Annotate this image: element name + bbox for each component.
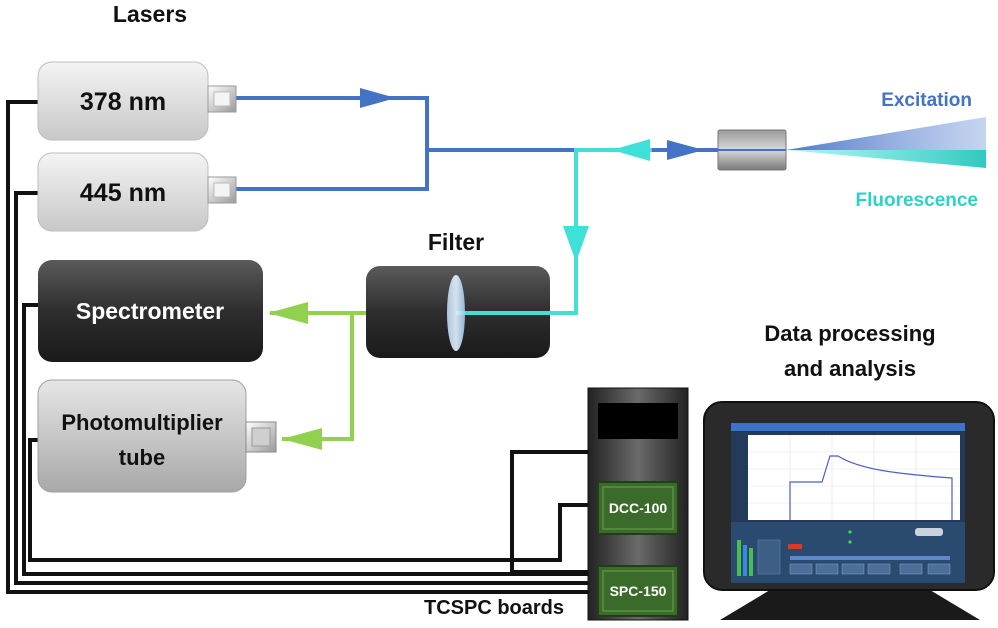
- beam-378: [236, 96, 429, 150]
- filter-lens: [447, 275, 465, 351]
- screen-gridlines: [748, 435, 960, 520]
- arrow-excitation-1: [360, 88, 396, 108]
- screen-meter-2: [743, 545, 747, 576]
- filter: Filter: [366, 229, 550, 358]
- analysis-title-line1: Data processing: [764, 321, 935, 346]
- screen-meter-3: [749, 548, 753, 576]
- beam-to-pmt: [282, 313, 354, 441]
- decay-curve: [789, 455, 953, 520]
- screen-btn-1: [789, 563, 813, 575]
- laser-378-port-inner: [213, 91, 231, 107]
- dcc-board-inner: [602, 486, 674, 530]
- screen-top-btn: [915, 528, 943, 536]
- laser-445: 445 nm: [37, 152, 237, 232]
- monitor-stand: [720, 590, 980, 620]
- photomultiplier-tube: Photomultiplier tube: [37, 379, 277, 493]
- screen-led-1: [848, 530, 852, 534]
- pmt-body: [37, 379, 247, 493]
- laser-378: 378 nm: [37, 61, 237, 141]
- arrow-excitation-2: [667, 140, 704, 160]
- beam-445: [236, 150, 429, 191]
- pmt-label-line2: tube: [119, 445, 165, 470]
- laser-445-label: 445 nm: [80, 179, 166, 207]
- screen-red-indicator: [788, 544, 802, 549]
- dcc-board-label: DCC-100: [609, 500, 668, 516]
- cable-pmt: [28, 438, 602, 562]
- tower-slot: [598, 403, 678, 439]
- sample-cell-group: [717, 117, 986, 171]
- cable-laser-445: [14, 191, 600, 585]
- fluorescence-cone: [786, 150, 986, 168]
- screen-btn-2: [815, 563, 839, 575]
- screen-btn-5: [899, 563, 923, 575]
- spc-board-inner: [602, 570, 674, 612]
- computer-monitor: [703, 401, 995, 620]
- tcspc-caption: TCSPC boards: [424, 597, 564, 619]
- laser-378-port: [207, 85, 237, 113]
- arrow-to-spectrometer: [268, 302, 308, 324]
- spectrometer-label: Spectrometer: [76, 298, 224, 324]
- analysis-title-line2: and analysis: [784, 356, 916, 381]
- arrow-fluorescence-2: [563, 226, 589, 262]
- pmt-port: [245, 421, 277, 453]
- filter-label: Filter: [428, 229, 484, 255]
- screen-btn-4: [867, 563, 891, 575]
- fluorescence-label: Fluorescence: [856, 190, 979, 211]
- lasers-title: Lasers: [113, 1, 187, 27]
- spc-board-label: SPC-150: [610, 583, 667, 599]
- screen-plot-area: [748, 435, 960, 520]
- screen-progress: [790, 556, 950, 560]
- pmt-label-line1: Photomultiplier: [61, 410, 223, 435]
- cable-board-link: [510, 450, 600, 574]
- spc-board: [597, 565, 679, 617]
- laser-378-label: 378 nm: [80, 88, 166, 116]
- tcspc-tower: DCC-100 SPC-150: [587, 387, 689, 621]
- excitation-label: Excitation: [881, 90, 972, 111]
- arrow-to-pmt: [282, 428, 322, 450]
- cable-spectrometer: [22, 303, 600, 576]
- spectrometer-body: [38, 260, 263, 362]
- pmt-port-inner: [251, 427, 271, 447]
- screen-panel-a: [757, 539, 781, 575]
- screen-meter-1: [737, 540, 741, 576]
- screen-btn-6: [927, 563, 951, 575]
- signal-cables: [6, 100, 602, 594]
- excitation-cone: [786, 117, 986, 150]
- screen-btn-3: [841, 563, 865, 575]
- spectrometer: Spectrometer: [38, 260, 263, 362]
- cable-laser-378: [6, 100, 600, 594]
- screen-led-2: [848, 540, 852, 544]
- filtered-beam: [270, 311, 368, 441]
- laser-445-port-inner: [213, 182, 231, 198]
- screen-titlebar: [731, 423, 965, 431]
- arrow-fluorescence-1: [612, 139, 650, 161]
- dcc-board: [597, 481, 679, 535]
